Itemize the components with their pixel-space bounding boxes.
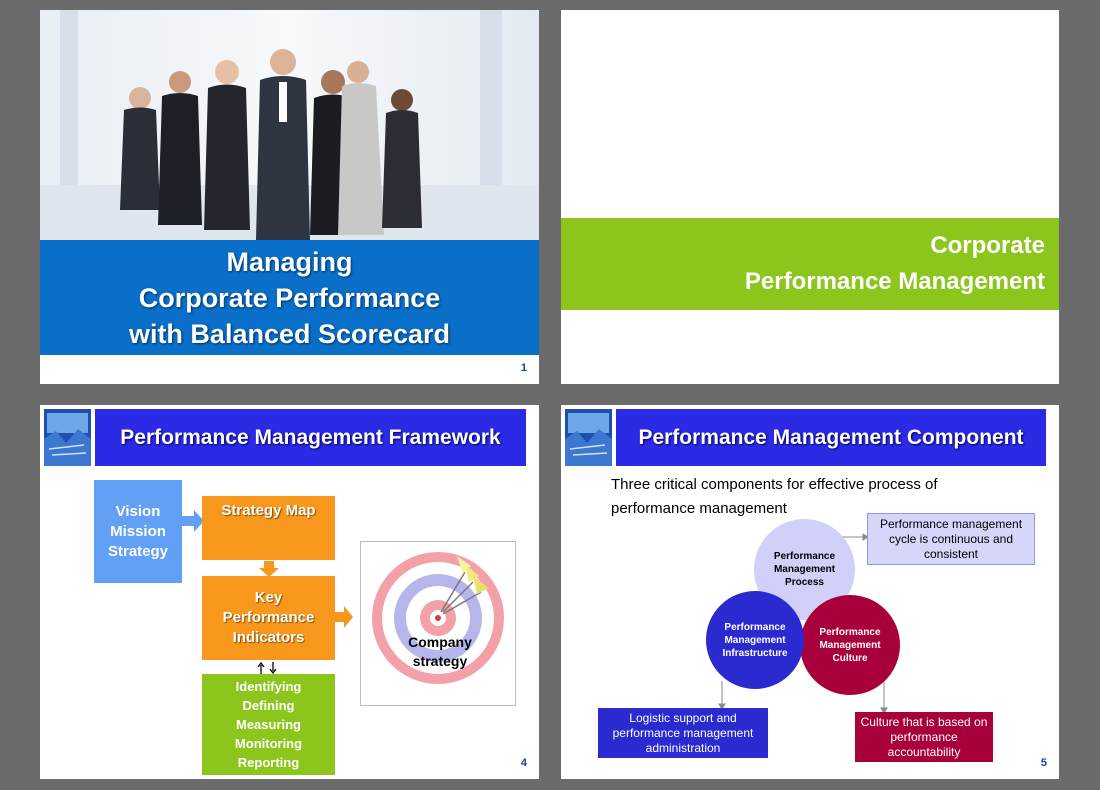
process-line-1: Performance	[773, 551, 836, 562]
kpi-line-1: Key	[254, 589, 283, 606]
arrow-down-icon	[259, 561, 279, 577]
page-number: 4	[520, 757, 527, 769]
kpi-line-2: Performance	[222, 609, 315, 626]
title-line-3: with Balanced Scorecard	[128, 318, 451, 349]
intro-line-1: Three critical components for effective …	[611, 476, 938, 493]
kpi-box: Key Performance Indicators	[202, 576, 335, 660]
title-line-1: Managing	[226, 246, 353, 277]
vision-label: Vision	[115, 502, 161, 520]
strategy-label: Strategy	[107, 542, 169, 560]
infra-line-1: Performance	[724, 621, 786, 633]
slide-4[interactable]: Performance Management Framework Vision …	[40, 405, 539, 779]
header-thumbnail	[565, 409, 612, 466]
process-line-3: Process	[785, 577, 824, 588]
kpi-line-3: Indicators	[232, 629, 305, 646]
target-frame	[360, 541, 516, 706]
culture-circle: Performance Management Culture	[800, 595, 900, 695]
slide-header: Performance Management Framework	[95, 409, 526, 466]
slide-2[interactable]: Corporate Performance Management	[561, 10, 1059, 384]
connector-lines	[718, 533, 888, 714]
culture-line-1: Performance	[819, 626, 881, 638]
page-number: 5	[1040, 757, 1047, 769]
vision-mission-box: Vision Mission Strategy	[94, 480, 182, 583]
company-line-1: Company	[408, 634, 472, 650]
arrow-right-icon	[182, 510, 204, 532]
intro-line-2: performance management	[611, 500, 787, 517]
section-banner: Corporate Performance Management	[561, 218, 1059, 310]
section-title-line-1: Corporate	[930, 232, 1045, 259]
activity-item: Measuring	[235, 717, 301, 732]
target-icon	[372, 552, 504, 684]
slide-1[interactable]: Managing Corporate Performance with Bala…	[40, 10, 539, 384]
infrastructure-circle: Performance Management Infrastructure	[706, 591, 804, 689]
culture-note: Culture that is based on performance acc…	[855, 712, 993, 762]
infra-line-3: Infrastructure	[722, 647, 788, 659]
section-title-line-2: Performance Management	[744, 268, 1045, 295]
title-banner: Managing Corporate Performance with Bala…	[40, 240, 539, 355]
activity-item: Defining	[242, 698, 295, 713]
culture-line-2: Management	[819, 639, 881, 651]
team-photo	[40, 10, 539, 240]
activity-item: Identifying	[235, 679, 302, 694]
slide-5[interactable]: Performance Management Component Three c…	[561, 405, 1059, 779]
infra-line-2: Management	[724, 634, 786, 646]
process-note: Performance management cycle is continuo…	[867, 513, 1035, 565]
header-thumbnail	[44, 409, 91, 466]
page-number: 1	[520, 362, 527, 374]
company-strategy-label: Company strategy	[395, 633, 485, 671]
activity-item: Reporting	[237, 755, 300, 770]
activities-box: Identifying Defining Measuring Monitorin…	[202, 674, 335, 775]
culture-line-3: Culture	[832, 652, 868, 664]
infrastructure-note: Logistic support and performance managem…	[598, 708, 768, 758]
strategy-map-box: Strategy Map	[202, 496, 335, 560]
arrow-right-icon	[335, 606, 353, 628]
company-line-2: strategy	[412, 653, 468, 669]
mission-label: Mission	[110, 522, 166, 540]
activity-item: Monitoring	[234, 736, 303, 751]
slide-header: Performance Management Component	[616, 409, 1046, 466]
title-line-2: Corporate Performance	[138, 282, 441, 313]
intro-text: Three critical components for effective …	[611, 473, 1031, 521]
process-line-2: Management	[773, 564, 836, 575]
double-arrow-icon	[257, 662, 277, 674]
